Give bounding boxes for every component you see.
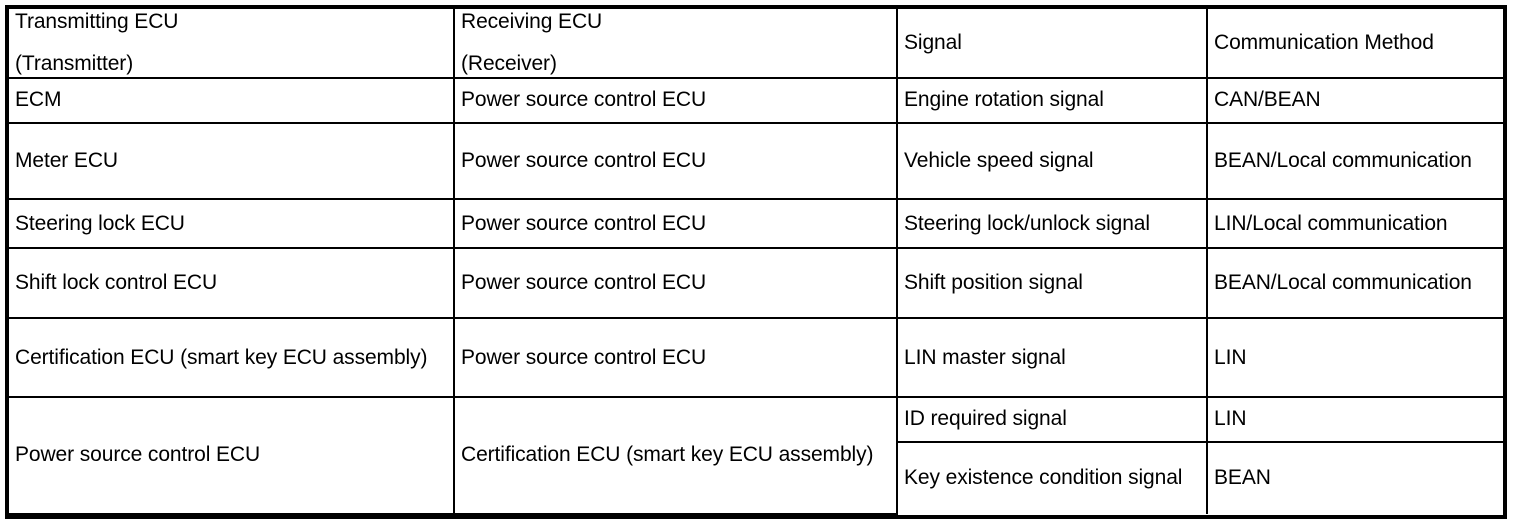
- table-row: Shift lock control ECU Power source cont…: [9, 248, 1503, 320]
- column-header-receiving-ecu: Receiving ECU (Receiver): [454, 9, 898, 79]
- column-header-communication-method-line1: Communication Method: [1214, 31, 1434, 54]
- cell-receiving-ecu: Certification ECU (smart key ECU assembl…: [454, 396, 898, 516]
- column-header-receiving-ecu-line2: (Receiver): [461, 52, 557, 75]
- cell-signal: ID required signal: [897, 396, 1208, 443]
- cell-signal: Key existence condition signal: [897, 441, 1208, 514]
- table-row: Power source control ECU Certification E…: [9, 396, 1503, 516]
- column-header-communication-method: Communication Method: [1207, 9, 1503, 79]
- cell-signal: Engine rotation signal: [897, 78, 1208, 124]
- table-row: Certification ECU (smart key ECU assembl…: [9, 318, 1503, 398]
- column-header-receiving-ecu-line1: Receiving ECU: [461, 10, 603, 33]
- column-header-signal-line1: Signal: [904, 31, 962, 54]
- cell-signal: Steering lock/unlock signal: [897, 199, 1208, 250]
- cell-receiving-ecu: Power source control ECU: [454, 318, 898, 398]
- cell-communication-method: LIN: [1207, 396, 1503, 443]
- column-header-signal: Signal: [897, 9, 1208, 79]
- column-header-transmitting-ecu: Transmitting ECU (Transmitter): [9, 9, 455, 79]
- cell-receiving-ecu: Power source control ECU: [454, 78, 898, 124]
- cell-communication-method: BEAN/Local communication: [1207, 248, 1503, 320]
- cell-communication-method: LIN/Local communication: [1207, 199, 1503, 250]
- cell-signal: Shift position signal: [897, 248, 1208, 320]
- cell-receiving-ecu: Power source control ECU: [454, 248, 898, 320]
- column-header-transmitting-ecu-line1: Transmitting ECU: [15, 10, 179, 33]
- table-row: Meter ECU Power source control ECU Vehic…: [9, 122, 1503, 201]
- cell-transmitting-ecu: Certification ECU (smart key ECU assembl…: [9, 318, 455, 398]
- table-row: ECM Power source control ECU Engine rota…: [9, 78, 1503, 124]
- cell-transmitting-ecu: Power source control ECU: [9, 396, 455, 516]
- cell-transmitting-ecu: Steering lock ECU: [9, 199, 455, 250]
- cell-transmitting-ecu: Shift lock control ECU: [9, 248, 455, 320]
- column-header-transmitting-ecu-line2: (Transmitter): [15, 52, 134, 75]
- cell-signal: Vehicle speed signal: [897, 122, 1208, 201]
- table-row: Steering lock ECU Power source control E…: [9, 199, 1503, 250]
- cell-receiving-ecu: Power source control ECU: [454, 199, 898, 250]
- cell-transmitting-ecu: ECM: [9, 78, 455, 124]
- cell-communication-method: BEAN/Local communication: [1207, 122, 1503, 201]
- table-body: ECM Power source control ECU Engine rota…: [9, 78, 1503, 516]
- ecu-communication-table-frame: Transmitting ECU (Transmitter) Receiving…: [5, 5, 1507, 519]
- table-header: Transmitting ECU (Transmitter) Receiving…: [9, 9, 1503, 79]
- header-row: Transmitting ECU (Transmitter) Receiving…: [9, 9, 1503, 79]
- cell-communication-method: CAN/BEAN: [1207, 78, 1503, 124]
- cell-receiving-ecu: Power source control ECU: [454, 122, 898, 201]
- cell-communication-method: BEAN: [1214, 466, 1271, 490]
- table-row: Key existence condition signal BEAN: [9, 441, 1503, 514]
- cell-transmitting-ecu: Meter ECU: [9, 122, 455, 201]
- cell-signal: LIN master signal: [897, 318, 1208, 398]
- cell-communication-method: LIN: [1207, 318, 1503, 398]
- ecu-communication-table: Transmitting ECU (Transmitter) Receiving…: [9, 9, 1503, 516]
